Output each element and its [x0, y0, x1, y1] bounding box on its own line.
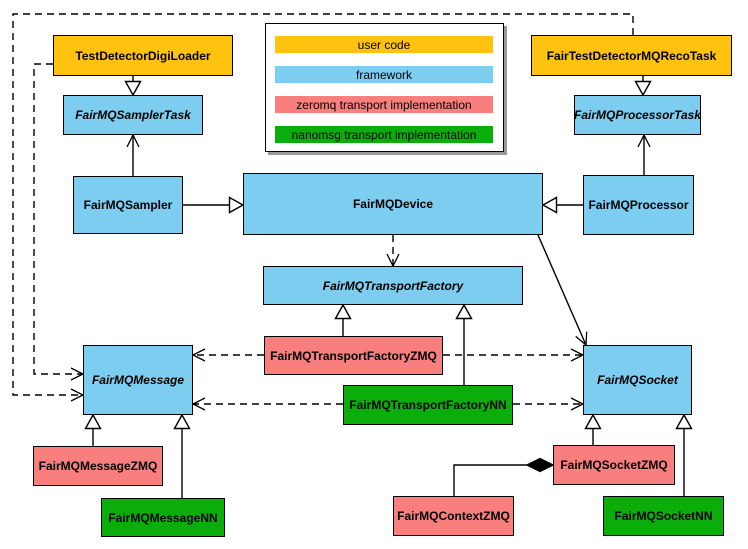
legend-item-nanomsg: nanomsg transport implementation [275, 126, 493, 143]
node-fairmq-sampler: FairMQSampler [73, 176, 183, 234]
node-fairmq-message: FairMQMessage [83, 345, 193, 415]
node-fairmq-socket-zmq: FairMQSocketZMQ [553, 445, 675, 485]
node-fairmq-transport-factory-nn: FairMQTransportFactoryNN [343, 385, 513, 425]
legend-item-framework: framework [275, 66, 493, 83]
node-fairmq-socket-nn: FairMQSocketNN [603, 496, 724, 536]
node-fairmq-device: FairMQDevice [243, 173, 543, 235]
node-fairmq-transport-factory: FairMQTransportFactory [263, 266, 523, 305]
legend-item-zeromq: zeromq transport implementation [275, 96, 493, 113]
node-fairmq-sampler-task: FairMQSamplerTask [63, 95, 203, 135]
node-test-detector-digi-loader: TestDetectorDigiLoader [53, 35, 233, 76]
legend: user code framework zeromq transport imp… [265, 23, 504, 152]
edge-device-uses-socket [537, 234, 588, 347]
node-fairmq-socket: FairMQSocket [583, 345, 692, 415]
node-fairmq-message-nn: FairMQMessageNN [101, 498, 225, 537]
node-fairmq-context-zmq: FairMQContextZMQ [393, 496, 514, 536]
composition-diamond [525, 457, 555, 473]
node-fairmq-message-zmq: FairMQMessageZMQ [33, 446, 163, 486]
edge-contextzmq-composes-socketzmq [453, 464, 528, 496]
legend-item-user-code: user code [275, 36, 493, 53]
node-fairmq-processor: FairMQProcessor [583, 175, 694, 235]
node-fairmq-transport-factory-zmq: FairMQTransportFactoryZMQ [264, 336, 443, 375]
node-fairmq-processor-task: FairMQProcessorTask [574, 95, 701, 135]
edge-recotask-uses-message [12, 13, 634, 402]
node-fair-test-detector-mq-reco-task: FairTestDetectorMQRecoTask [531, 35, 732, 76]
edge-digiloader-uses-message [33, 63, 85, 381]
